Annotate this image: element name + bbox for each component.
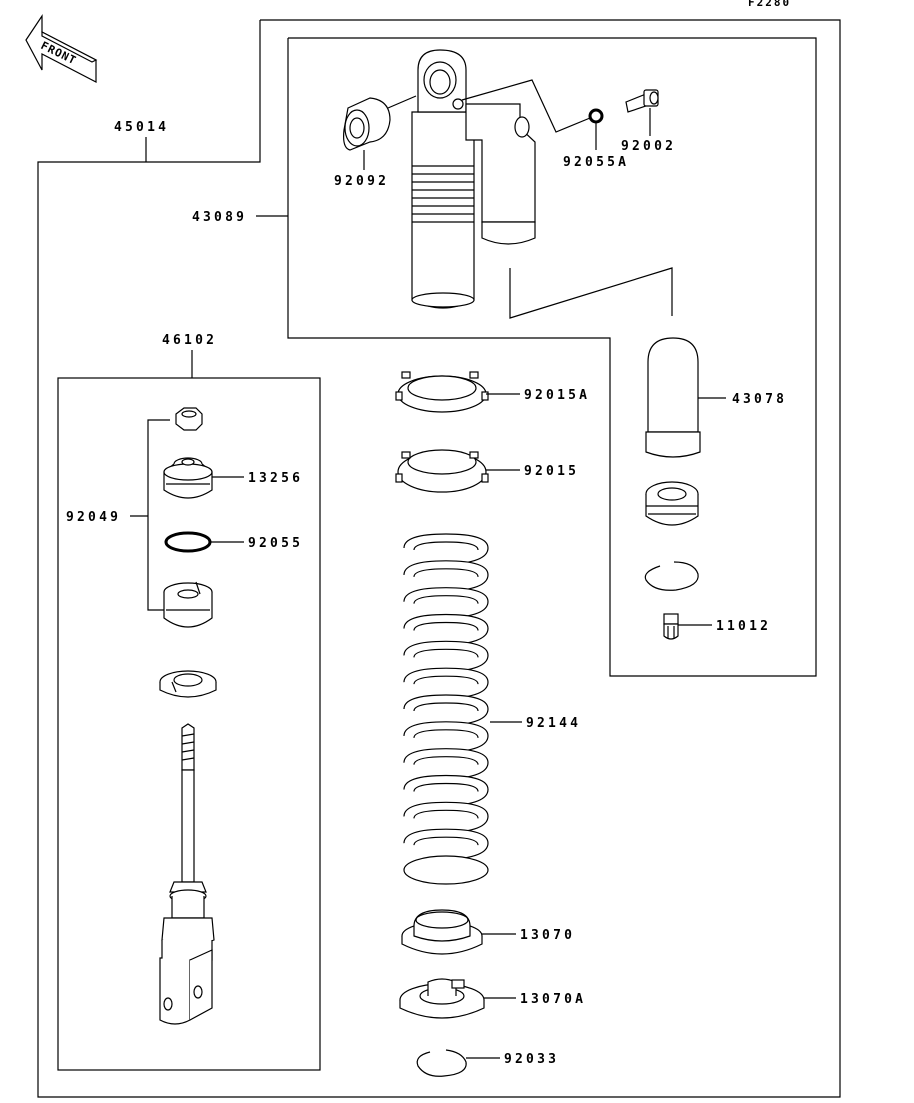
part-label-13070: 13070	[520, 928, 575, 943]
spring-coil-inner	[413, 702, 479, 712]
lower-piston	[163, 581, 213, 628]
piston-13256	[163, 457, 213, 499]
spring-coil-inner	[413, 648, 479, 658]
part-label-92055: 92055	[248, 536, 303, 551]
valve-11012	[663, 613, 679, 640]
part-label-92015: 92015	[524, 464, 579, 479]
spring-92144	[403, 533, 489, 885]
oring-92055	[164, 531, 212, 553]
nut-92015	[395, 449, 489, 493]
spring-coil-inner	[413, 675, 479, 685]
spring-seat-13070	[401, 909, 483, 955]
spring-coil-inner	[413, 595, 479, 604]
circlip-reservoir	[644, 561, 699, 591]
assembly-outline-43089	[287, 37, 817, 677]
circlip-92033	[416, 1049, 467, 1077]
nut-top	[175, 407, 203, 431]
diagram-id: F2280	[748, 0, 791, 9]
spring-coil-inner	[413, 568, 479, 577]
spring-coil-inner	[413, 809, 479, 819]
assembly-outline-46102	[57, 377, 321, 1071]
part-label-13070A: 13070A	[520, 992, 586, 1007]
spring-coil-inner	[413, 621, 479, 631]
part-label-92049: 92049	[66, 510, 121, 525]
shock-body	[411, 49, 536, 309]
part-label-13256: 13256	[248, 471, 303, 486]
spring-coil-inner	[413, 836, 479, 846]
front-arrow-icon: FRONT	[25, 14, 98, 83]
reservoir-cap	[645, 481, 699, 526]
washer	[159, 670, 217, 698]
bushing-92092	[343, 97, 391, 151]
assembly-outline-45014	[37, 19, 841, 1098]
spring-seat-13070A	[399, 978, 485, 1019]
spring-coil-inner	[413, 756, 479, 765]
part-label-92002: 92002	[621, 139, 676, 154]
bladder-43078	[645, 337, 701, 458]
part-label-46102: 46102	[162, 333, 217, 348]
screw-92002	[625, 89, 659, 113]
locknut-92015A	[395, 371, 489, 413]
oring-92055A	[588, 108, 604, 124]
part-label-92015A: 92015A	[524, 388, 590, 403]
part-label-43089: 43089	[192, 210, 247, 225]
part-label-92144: 92144	[526, 716, 581, 731]
spring-coil-inner	[413, 729, 479, 738]
part-label-92033: 92033	[504, 1052, 559, 1067]
spring-coil-inner	[413, 782, 479, 792]
part-label-92092: 92092	[334, 174, 389, 189]
part-label-45014: 45014	[114, 120, 169, 135]
piston-rod	[159, 723, 215, 1025]
spring-end-coil	[403, 855, 489, 885]
part-label-43078: 43078	[732, 392, 787, 407]
part-label-11012: 11012	[716, 619, 771, 634]
part-label-92055A: 92055A	[563, 155, 629, 170]
spring-coil-inner	[413, 541, 479, 551]
